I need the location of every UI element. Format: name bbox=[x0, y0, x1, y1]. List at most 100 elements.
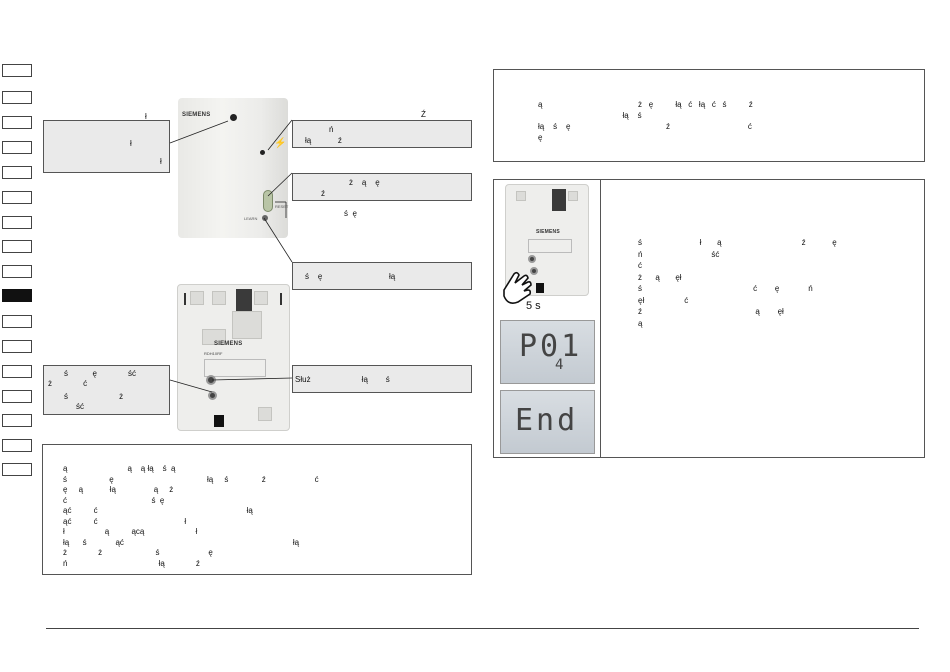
mount-pad bbox=[202, 329, 226, 345]
mount-pad bbox=[254, 291, 268, 305]
section-tab-14[interactable] bbox=[2, 390, 32, 403]
connector bbox=[214, 415, 224, 427]
section-tab-4[interactable] bbox=[2, 141, 32, 154]
section-tab-1[interactable] bbox=[2, 64, 32, 77]
caption-mid-right: ś ę bbox=[344, 209, 357, 218]
rating-label bbox=[528, 239, 572, 253]
caption-top-right: Ź bbox=[421, 110, 426, 119]
callout-front-right-3-text: ś ę łą bbox=[305, 272, 396, 281]
info-line-1: ą ż ę łą ć łą ć ś ź bbox=[538, 100, 753, 109]
callout-front-right-3: ś ę łą bbox=[292, 262, 472, 290]
procedure-divider bbox=[600, 180, 601, 457]
section-tab-9[interactable] bbox=[2, 265, 32, 278]
section-tab-12[interactable] bbox=[2, 340, 32, 353]
back-brand-logo: SIEMENS bbox=[214, 341, 243, 347]
lcd-p01-main: P01 bbox=[519, 329, 583, 364]
section-tab-6[interactable] bbox=[2, 191, 32, 204]
mount-pad bbox=[190, 291, 204, 305]
rotary-knob bbox=[263, 190, 273, 212]
info-line-4: ę bbox=[538, 133, 543, 142]
section-tab-17[interactable] bbox=[2, 463, 32, 476]
callout-back-right-text: Służ łą ś bbox=[295, 375, 390, 384]
section-tab-11[interactable] bbox=[2, 315, 32, 328]
mount-pad bbox=[568, 191, 578, 201]
notes-line-9: ż ż ś ę bbox=[63, 548, 213, 557]
mount-slot bbox=[280, 293, 282, 305]
callout-back-left: ś ę ść ż ć ś ż ść bbox=[43, 365, 170, 415]
callout-front-left-line-1: ł bbox=[130, 139, 132, 148]
lcd-p01-sub: 4 bbox=[555, 357, 567, 373]
notes-line-10: ń łą ź bbox=[63, 558, 200, 568]
notes-line-2: ś ę łą ś ź ć bbox=[63, 474, 319, 484]
procedure-line-7: ź ą ęł bbox=[638, 307, 784, 316]
section-tab-7[interactable] bbox=[2, 216, 32, 229]
callout-front-right-2-line-2: ź bbox=[321, 189, 325, 198]
procedure-line-2: ń ść bbox=[638, 249, 720, 259]
section-tab-16[interactable] bbox=[2, 439, 32, 452]
section-tab-2[interactable] bbox=[2, 91, 32, 104]
reset-button-label: RESET bbox=[275, 204, 289, 209]
learn-label: LEARN bbox=[244, 216, 258, 221]
notes-line-7: ł ą ącą ł bbox=[63, 527, 198, 536]
callout-front-right-2-line-1: ż ą ę bbox=[349, 178, 380, 187]
callout-front-right-1-line-1: ń bbox=[329, 125, 334, 134]
back-button-1 bbox=[528, 255, 536, 263]
notes-line-3: ę ą łą ą ż bbox=[63, 485, 174, 494]
procedure-line-8: ą bbox=[638, 318, 643, 328]
room-unit-back-photo: SIEMENS RDH10RF bbox=[177, 284, 290, 431]
callout-back-left-line-2: ż ć bbox=[48, 379, 88, 388]
section-tab-5[interactable] bbox=[2, 166, 32, 179]
lcd-end-main: End bbox=[515, 403, 579, 438]
notes-line-1: ą ą ą łą ś ą bbox=[63, 464, 176, 473]
procedure-line-6: ęł ć bbox=[638, 295, 689, 305]
section-tab-3[interactable] bbox=[2, 116, 32, 129]
mount-slot bbox=[184, 293, 186, 305]
notes-line-4: ć ś ę bbox=[63, 495, 165, 505]
room-unit-front-photo: SIEMENS ⚡ RESET LEARN bbox=[178, 98, 288, 238]
lcd-display-end: End bbox=[500, 390, 595, 454]
info-line-2: łą ś bbox=[538, 111, 642, 120]
footer-rule bbox=[46, 628, 919, 629]
procedure-line-1: ś ł ą ź ę bbox=[638, 238, 837, 247]
section-tab-10[interactable] bbox=[2, 289, 32, 302]
section-tab-15[interactable] bbox=[2, 414, 32, 427]
callout-front-left: ł ł bbox=[43, 120, 170, 173]
procedure-line-4: ż ą ęł bbox=[638, 272, 682, 282]
notes-line-6: ąć ć ł bbox=[63, 516, 187, 526]
section-tab-8[interactable] bbox=[2, 240, 32, 253]
section-tab-13[interactable] bbox=[2, 365, 32, 378]
learn-button bbox=[262, 215, 268, 221]
battery-compartment bbox=[552, 189, 566, 211]
callout-front-left-line-2: ł bbox=[160, 157, 162, 166]
callout-front-right-1: ń łą ź bbox=[292, 120, 472, 148]
mount-pad bbox=[258, 407, 272, 421]
callout-back-left-line-3: ś ż bbox=[64, 392, 124, 401]
callout-front-right-1-line-2: łą ź bbox=[305, 136, 342, 145]
back-button-2 bbox=[530, 267, 538, 275]
back-model-label: RDH10RF bbox=[204, 351, 223, 356]
procedure-back-brand: SIEMENS bbox=[536, 229, 560, 235]
procedure-line-3: ć bbox=[638, 261, 642, 270]
notes-line-8: łą ś ąć łą bbox=[63, 537, 300, 547]
hold-time-label: 5 s bbox=[526, 300, 541, 312]
front-led bbox=[260, 150, 265, 155]
mount-pad bbox=[516, 191, 526, 201]
procedure-back-photo: SIEMENS bbox=[505, 184, 589, 296]
rating-label bbox=[204, 359, 266, 377]
callout-front-right-2: ż ą ę ź bbox=[292, 173, 472, 201]
callout-back-left-line-1: ś ę ść bbox=[64, 369, 137, 378]
mount-pad bbox=[232, 311, 262, 339]
procedure-line-5: ś ć ę ń bbox=[638, 284, 813, 293]
info-line-3: łą ś ę ź ć bbox=[538, 122, 752, 131]
battery-compartment bbox=[236, 289, 252, 315]
mount-pad bbox=[212, 291, 226, 305]
connector bbox=[536, 283, 544, 293]
front-sensor-dot bbox=[230, 114, 237, 121]
callout-back-right: Służ łą ś bbox=[292, 365, 472, 393]
back-button-2 bbox=[208, 391, 217, 400]
front-brand-logo: SIEMENS bbox=[182, 112, 211, 118]
